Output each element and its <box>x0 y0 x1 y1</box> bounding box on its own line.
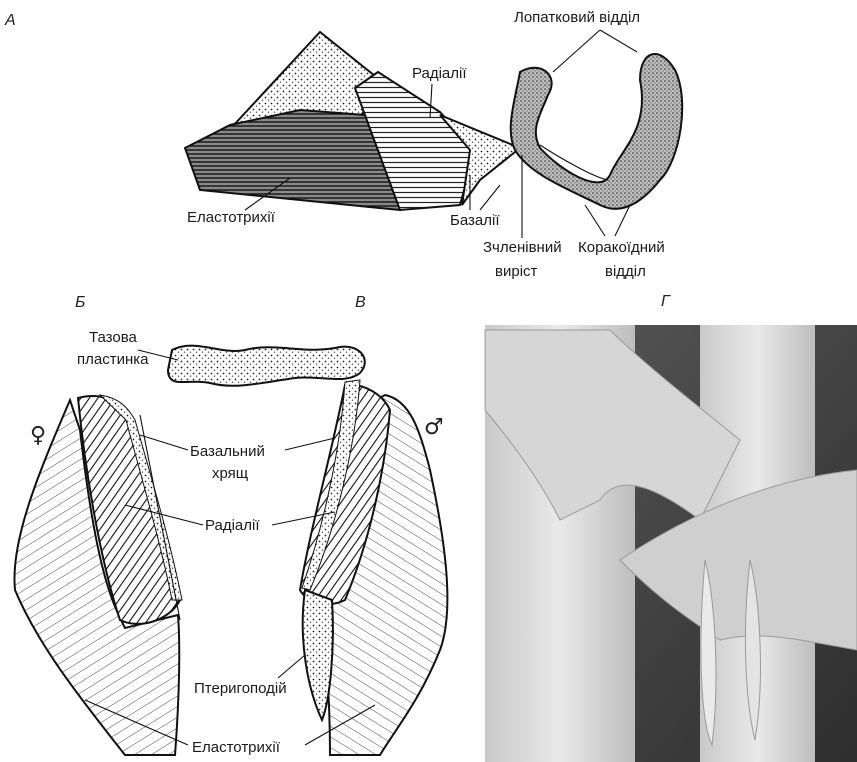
label-articular-1: Зчленівний <box>483 239 562 256</box>
label-coracoid-2: відділ <box>605 263 646 280</box>
label-pelvic-2: пластинка <box>77 351 149 368</box>
panel-label-d: Г <box>661 293 671 310</box>
pelvic-fin-photo <box>485 325 857 762</box>
label-shoulder-section: Лопатковий відділ <box>514 9 640 26</box>
label-articular-2: виріст <box>495 263 538 280</box>
label-elastotrichia-bc: Еластотрихії <box>192 739 281 756</box>
label-radials-a: Радіалії <box>412 65 467 82</box>
label-radials-bc: Радіалії <box>205 517 260 534</box>
shoulder-girdle <box>511 54 683 209</box>
label-basal-cartilage-1: Базальний <box>190 443 265 460</box>
panel-label-b: Б <box>75 294 85 311</box>
label-basals: Базалії <box>450 212 500 229</box>
male-symbol: ♂ <box>424 415 444 440</box>
pectoral-fin-diagram <box>185 32 682 210</box>
label-coracoid-1: Коракоїдний <box>578 239 665 256</box>
pelvic-plate <box>168 346 365 386</box>
label-basal-cartilage-2: хрящ <box>212 465 248 482</box>
label-pterygopod: Птеригоподій <box>194 680 287 697</box>
female-symbol: ♀ <box>30 423 46 448</box>
label-elastotrichia-a: Еластотрихії <box>187 209 276 226</box>
panel-label-a: А <box>4 12 16 29</box>
panel-label-c: В <box>355 294 366 311</box>
label-pelvic-1: Тазова <box>89 329 138 346</box>
